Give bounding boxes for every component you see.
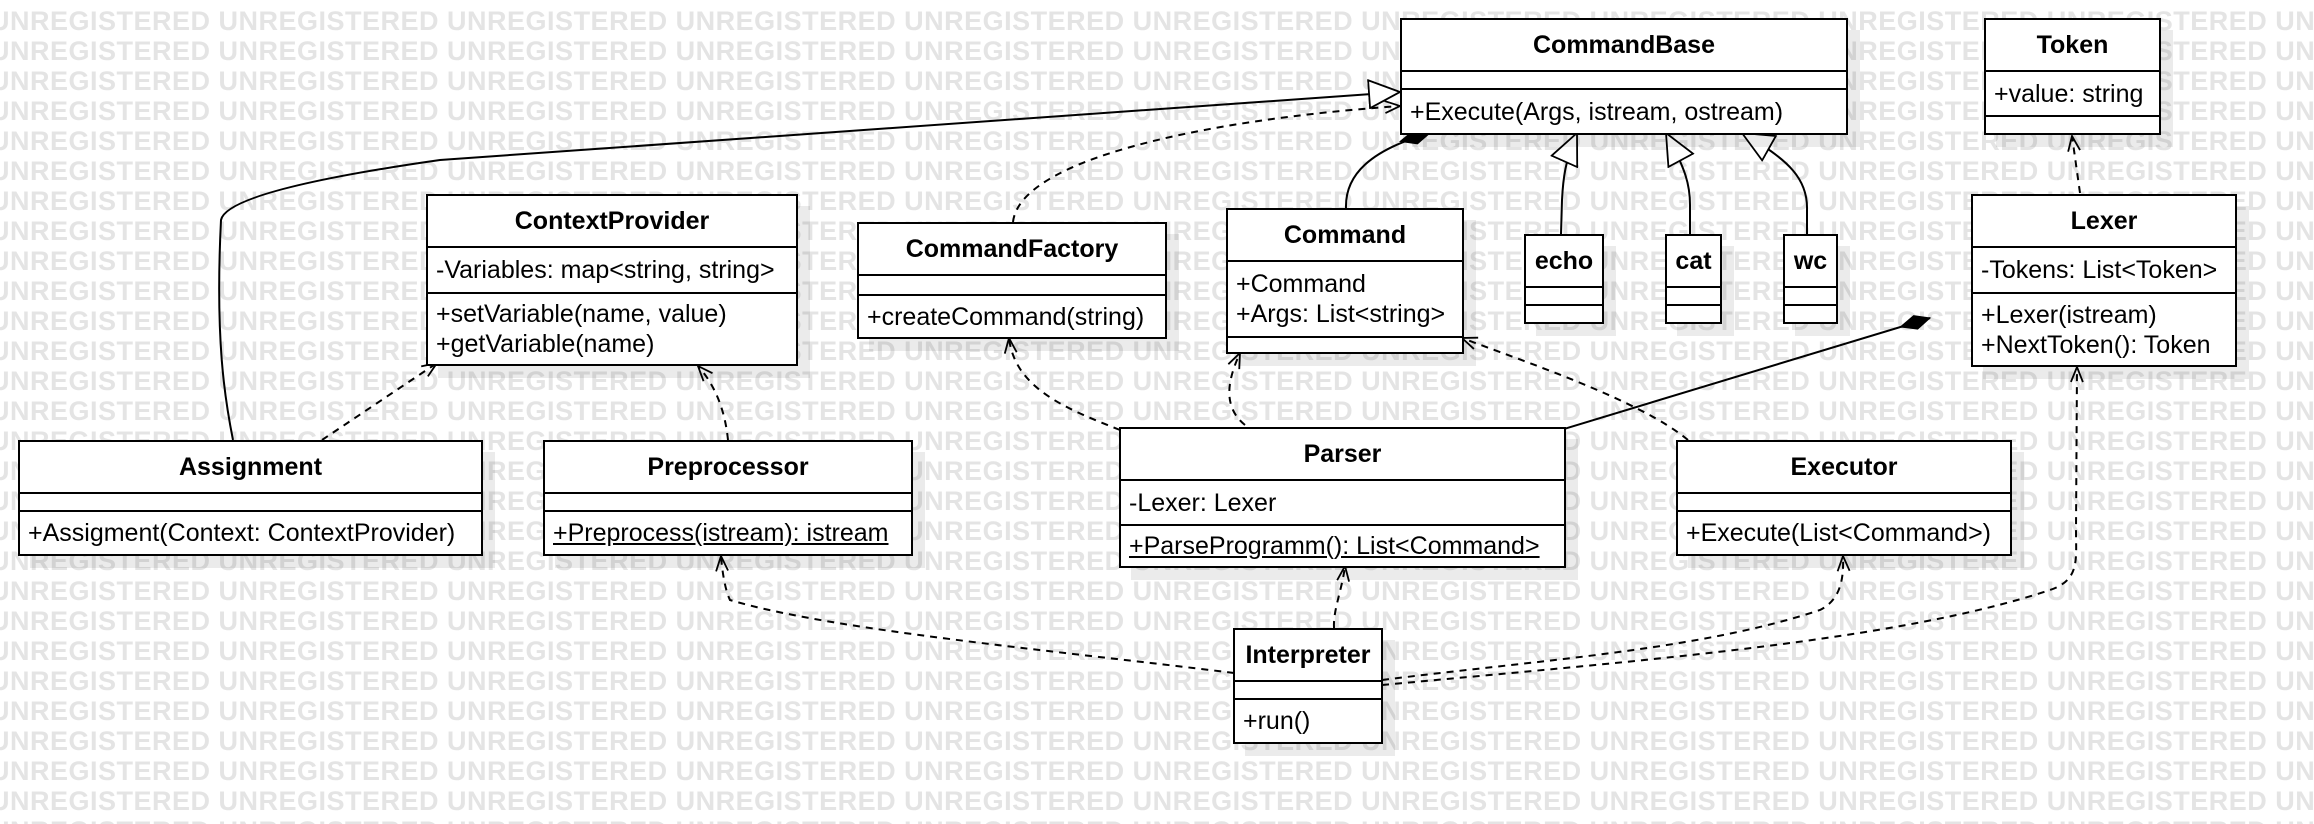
class-attributes [1235, 682, 1381, 700]
class-attributes [20, 494, 481, 512]
class-attributes [1667, 288, 1720, 306]
class-operation: +setVariable(name, value) [436, 300, 727, 328]
class-commandfactory[interactable]: CommandFactory +createCommand(string) [857, 222, 1167, 339]
class-name: Lexer [1973, 196, 2235, 248]
class-attribute: -Tokens: List<Token> [1981, 256, 2218, 284]
class-attribute: +value: string [1994, 79, 2144, 108]
class-executor[interactable]: Executor +Execute(List<Command>) [1676, 440, 2012, 556]
dependency-commandfactory-commandbase [1012, 106, 1400, 223]
class-operations: +Preprocess(istream): istream [545, 512, 911, 554]
class-attributes [1526, 288, 1602, 306]
class-contextprovider[interactable]: ContextProvider -Variables: map<string, … [426, 194, 798, 366]
class-operations: +Execute(Args, istream, ostream) [1402, 90, 1846, 133]
dependency-interpreter-parser [1332, 566, 1345, 629]
class-name: Executor [1678, 442, 2010, 494]
class-name: CommandBase [1402, 20, 1846, 72]
class-parser[interactable]: Parser -Lexer: Lexer +ParseProgramm(): L… [1119, 427, 1566, 568]
class-attributes [545, 494, 911, 512]
dependency-lexer-token [2072, 136, 2081, 194]
dependency-interpreter-executor [1381, 556, 1843, 681]
class-operation: +Execute(List<Command>) [1686, 519, 1992, 547]
class-name: wc [1785, 236, 1836, 288]
class-interpreter[interactable]: Interpreter +run() [1233, 628, 1383, 744]
class-wc[interactable]: wc [1783, 234, 1838, 324]
class-operations: +Lexer(istream) +NextToken(): Token [1973, 294, 2235, 365]
class-operation: +Lexer(istream) [1981, 300, 2157, 329]
dependency-preprocessor-contextprovider [698, 366, 729, 441]
class-operation: +Execute(Args, istream, ostream) [1410, 97, 1784, 126]
generalization-cat-commandbase [1666, 133, 1690, 234]
class-operation: +ParseProgramm(): List<Command> [1129, 532, 1540, 560]
class-attribute: -Variables: map<string, string> [436, 256, 775, 284]
dependency-parser-commandfactory [1009, 338, 1121, 431]
class-operation: +createCommand(string) [867, 302, 1145, 331]
class-echo[interactable]: echo [1524, 234, 1604, 324]
class-operations [1526, 306, 1602, 322]
class-attributes [859, 276, 1165, 296]
class-name: CommandFactory [859, 224, 1165, 276]
generalization-assignment-commandbase [218, 92, 1400, 441]
class-name: echo [1526, 236, 1602, 288]
dependency-assignment-contextprovider [321, 363, 437, 441]
class-operations [1986, 117, 2159, 133]
class-name: ContextProvider [428, 196, 796, 248]
class-operation: +run() [1243, 707, 1311, 735]
class-preprocessor[interactable]: Preprocessor +Preprocess(istream): istre… [543, 440, 913, 556]
class-operation: +NextToken(): Token [1981, 330, 2211, 359]
dependency-interpreter-lexer [1381, 367, 2077, 686]
class-name: cat [1667, 236, 1720, 288]
class-assignment[interactable]: Assignment +Assigment(Context: ContextPr… [18, 440, 483, 556]
class-attributes [1785, 288, 1836, 306]
class-cat[interactable]: cat [1665, 234, 1722, 324]
class-attributes [1678, 494, 2010, 512]
class-operations: +run() [1235, 700, 1381, 742]
generalization-echo-commandbase [1561, 133, 1577, 235]
class-attributes: -Variables: map<string, string> [428, 248, 796, 294]
class-operations: +setVariable(name, value) +getVariable(n… [428, 294, 796, 364]
class-operations: +ParseProgramm(): List<Command> [1121, 526, 1564, 566]
class-name: Command [1228, 210, 1462, 262]
class-operations [1785, 306, 1836, 322]
class-operations: +createCommand(string) [859, 296, 1165, 337]
class-attribute: +Args: List<string> [1236, 300, 1446, 328]
class-attributes: -Tokens: List<Token> [1973, 248, 2235, 294]
class-name: Assignment [20, 442, 481, 494]
class-operations [1228, 338, 1462, 352]
class-operation: +Preprocess(istream): istream [553, 519, 889, 547]
class-lexer[interactable]: Lexer -Tokens: List<Token> +Lexer(istrea… [1971, 194, 2237, 367]
class-attribute: +Command [1236, 270, 1366, 298]
generalization-wc-commandbase [1742, 133, 1809, 234]
class-token[interactable]: Token +value: string [1984, 18, 2161, 135]
class-operation: +Assigment(Context: ContextProvider) [28, 519, 456, 547]
dependency-interpreter-preprocessor [721, 556, 1235, 674]
class-name: Preprocessor [545, 442, 911, 494]
class-name: Token [1986, 20, 2159, 72]
class-operations [1667, 306, 1720, 322]
class-operations: +Execute(List<Command>) [1678, 512, 2010, 554]
dependency-executor-command [1462, 338, 1689, 441]
class-command[interactable]: Command +Command +Args: List<string> [1226, 208, 1464, 354]
composition-commandbase-command [1344, 133, 1430, 209]
class-attribute: -Lexer: Lexer [1129, 488, 1277, 517]
class-attributes: +Command +Args: List<string> [1228, 262, 1462, 338]
class-attributes: -Lexer: Lexer [1121, 481, 1564, 526]
class-name: Parser [1121, 429, 1564, 481]
class-name: Interpreter [1235, 630, 1381, 682]
class-operations: +Assigment(Context: ContextProvider) [20, 512, 481, 554]
class-attributes: +value: string [1986, 72, 2159, 117]
class-operation: +getVariable(name) [436, 330, 655, 358]
class-attributes [1402, 72, 1846, 90]
class-commandbase[interactable]: CommandBase +Execute(Args, istream, ostr… [1400, 18, 1848, 135]
dependency-parser-command [1229, 353, 1246, 426]
